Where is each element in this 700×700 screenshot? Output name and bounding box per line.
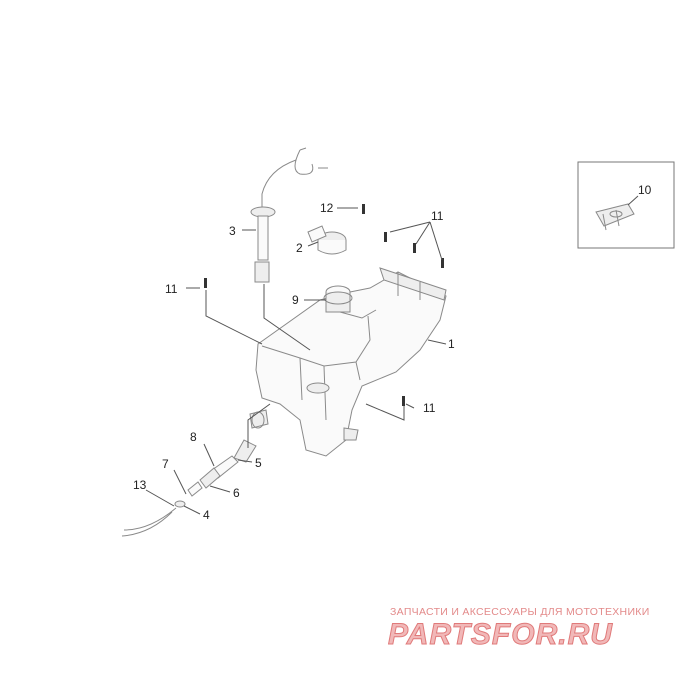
callout-8: 8: [190, 430, 197, 444]
watermark-logo: PARTSFOR.RU: [388, 618, 613, 652]
callout-12: 12: [320, 201, 334, 215]
callout-5: 5: [255, 456, 262, 470]
callout-labels: 1 2 3 4 5 6 7 8 9 10 11 11 11 12 13: [133, 183, 652, 522]
callout-13: 13: [133, 478, 147, 492]
callout-7: 7: [162, 457, 169, 471]
inset-box-part-10: [577, 161, 675, 249]
watermark-caption: ЗАПЧАСТИ И АКСЕССУАРЫ ДЛЯ МОТОТЕХНИКИ: [390, 606, 650, 618]
callout-3: 3: [229, 224, 236, 238]
fuel-cap-part-2: [307, 225, 347, 255]
callout-6: 6: [233, 486, 240, 500]
callout-9: 9: [292, 293, 299, 307]
callout-11-bottom: 11: [423, 401, 436, 415]
collar-part-9: [323, 291, 353, 305]
fuel-tank-part-1: [249, 267, 447, 457]
callout-10: 10: [638, 183, 652, 197]
level-sensor-part-3: [250, 147, 328, 351]
callout-1: 1: [448, 337, 455, 351]
leader-lines: [145, 207, 447, 515]
screws: [204, 204, 444, 406]
callout-11-left: 11: [165, 282, 178, 296]
callout-11-top: 11: [431, 209, 444, 223]
callout-4: 4: [203, 508, 210, 522]
fuel-line-fittings: [121, 403, 271, 537]
callout-2: 2: [296, 241, 303, 255]
